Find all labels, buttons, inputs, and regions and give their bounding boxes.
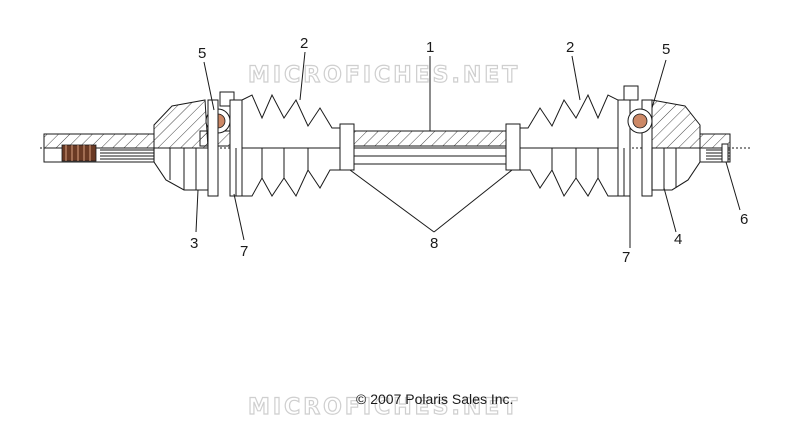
- callout-7-right: 7: [622, 249, 630, 266]
- left-boot: [241, 93, 341, 198]
- watermark-bottom: MICROFICHES.NET: [248, 395, 520, 420]
- callout-8: 8: [430, 235, 438, 252]
- left-stub-shaft: [43, 133, 155, 163]
- callout-5-left: 5: [198, 45, 206, 62]
- callout-6: 6: [740, 211, 748, 228]
- right-bearing: [623, 85, 653, 134]
- callout-1: 1: [426, 39, 434, 56]
- callout-7-left: 7: [240, 243, 248, 260]
- callout-5-right: 5: [662, 41, 670, 58]
- leader-lines: [195, 51, 741, 248]
- right-cv-housing: [651, 99, 701, 191]
- right-small-clamp: [505, 123, 521, 171]
- circlip: [721, 143, 729, 163]
- left-small-clamp: [339, 123, 355, 171]
- watermark-top: MICROFICHES.NET: [248, 63, 520, 88]
- right-boot: [519, 93, 619, 198]
- left-cv-housing: [153, 99, 209, 191]
- callout-2-right: 2: [566, 39, 574, 56]
- callout-4: 4: [674, 231, 682, 248]
- callout-2-left: 2: [300, 35, 308, 52]
- callout-3: 3: [190, 235, 198, 252]
- copyright-text: © 2007 Polaris Sales Inc.: [356, 391, 513, 407]
